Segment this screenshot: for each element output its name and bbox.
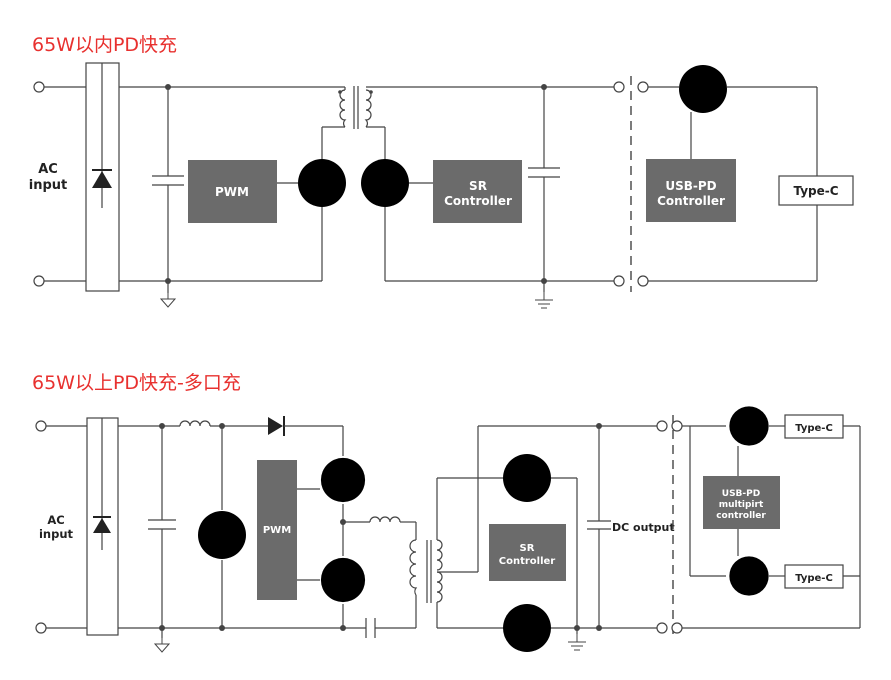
- ac-terminal-bottom: [33, 275, 45, 287]
- sr-label-2: Controller: [499, 556, 556, 567]
- diode-icon: [268, 417, 283, 435]
- usbpd-label-2: multipirt: [719, 500, 764, 510]
- transformer-primary: [339, 89, 347, 128]
- usbpd-label-2: Controller: [657, 194, 725, 208]
- ac-terminal-top: [33, 81, 45, 93]
- sr-controller-block: [489, 524, 566, 581]
- sr-label-2: Controller: [444, 194, 512, 208]
- pfc-inductor: [179, 420, 211, 427]
- sr-label-1: SR: [520, 543, 535, 554]
- sr-controller-block: [433, 160, 522, 223]
- diagram-2-title: 65W以上PD快充-多口充: [32, 372, 241, 394]
- transformer-secondary: [364, 89, 372, 128]
- hb-bottom-mosfet-icon: [320, 557, 366, 603]
- ac-input-label-2: input: [29, 178, 68, 193]
- port1-mosfet-icon: [729, 406, 769, 446]
- ac-input-label-2: input: [39, 527, 74, 541]
- output-mosfet-icon: [679, 65, 727, 113]
- sr-bottom-mosfet-icon: [503, 604, 551, 652]
- ground-icon: [160, 292, 176, 308]
- transformer-secondary-1: [436, 539, 443, 571]
- transformer-primary: [409, 539, 418, 596]
- pwm-label: PWM: [263, 525, 291, 536]
- usbpd-label-3: controller: [716, 511, 766, 521]
- ground-icon: [534, 291, 554, 309]
- type-c-top-label: Type-C: [795, 423, 833, 434]
- usb-pd-multiport-controller-block: [703, 476, 780, 529]
- ground-icon: [567, 633, 587, 651]
- ac-input-label-1: AC: [38, 162, 58, 177]
- ground-icon: [154, 637, 170, 653]
- usbpd-label-1: USB-PD: [722, 489, 760, 499]
- sr-mosfet-icon: [361, 159, 409, 207]
- transformer-secondary-2: [436, 571, 443, 603]
- resonant-inductor: [369, 516, 401, 523]
- type-c-port: [778, 175, 854, 206]
- usbpd-label-1: USB-PD: [665, 179, 716, 193]
- diagram-2: 65W以上PD快充-多口充 AC input: [32, 372, 861, 653]
- rectifier-diode-icon: [92, 171, 112, 188]
- type-c-label: Type-C: [793, 184, 838, 198]
- sr-label-1: SR: [469, 179, 487, 193]
- primary-mosfet-icon: [298, 159, 346, 207]
- sr-top-mosfet-icon: [503, 454, 551, 502]
- pwm-label: PWM: [215, 185, 249, 199]
- diagram-1-title: 65W以内PD快充: [32, 34, 177, 56]
- usb-pd-controller-block: [646, 159, 736, 222]
- pwm-block: [257, 460, 297, 600]
- port2-mosfet-icon: [729, 556, 769, 596]
- diagram-1: 65W以内PD快充 AC input PWM: [29, 34, 854, 309]
- type-c-bottom-label: Type-C: [795, 573, 833, 584]
- hb-top-mosfet-icon: [320, 457, 366, 503]
- dc-output-label: DC output: [612, 521, 675, 534]
- ac-input-label-1: AC: [47, 513, 64, 527]
- pwm-block: [188, 160, 277, 223]
- pfc-mosfet-icon: [198, 511, 246, 559]
- rectifier-diode-icon: [93, 518, 111, 533]
